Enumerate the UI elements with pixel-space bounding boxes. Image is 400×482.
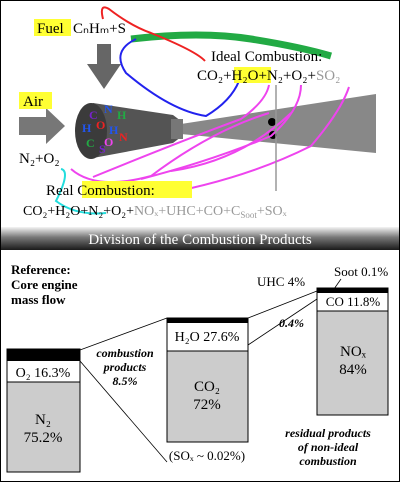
fuel-label: Fuel bbox=[37, 21, 64, 37]
ideal-so2: SO₂ bbox=[316, 68, 340, 84]
svg-text:Core engine: Core engine bbox=[11, 277, 78, 292]
combustion-products-note: combustion products 8.5% bbox=[96, 346, 154, 388]
magenta-line-3 bbox=[150, 86, 350, 197]
molecule-letter: O bbox=[96, 118, 105, 132]
real-extra: NOₓ+UHC+CO+C bbox=[134, 204, 240, 219]
bar3-soot-label: Soot 0.1% bbox=[334, 264, 388, 279]
air-highlight bbox=[19, 92, 52, 109]
engine-inlet bbox=[75, 103, 107, 159]
reference-label: Reference: Core engine mass flow bbox=[11, 262, 78, 307]
svg-text:mass flow: mass flow bbox=[11, 292, 66, 307]
bar3-nox-fill bbox=[316, 310, 389, 416]
molecule-letter: N bbox=[104, 102, 113, 116]
engine-nacelle bbox=[84, 103, 181, 158]
ideal-co2: CO₂+ bbox=[197, 68, 232, 84]
svg-text:residual products: residual products bbox=[285, 426, 371, 440]
residual-products-note: residual products of non-ideal combustio… bbox=[285, 426, 371, 468]
mapping-lines bbox=[54, 6, 350, 215]
engine-nozzle bbox=[171, 119, 183, 139]
ideal-combustion-title: Ideal Combustion: bbox=[211, 49, 322, 65]
ideal-h2o: H₂O bbox=[232, 68, 259, 84]
fuel-highlight bbox=[34, 19, 71, 36]
bar2-co2-pct: 72% bbox=[193, 397, 221, 413]
svg-text:Reference:: Reference: bbox=[11, 262, 71, 277]
real-combustion-products: CO₂+H₂O+N₂+O₂+NOₓ+UHC+CO+CSoot+SOₓ bbox=[23, 204, 288, 220]
residual-pct-note: 0.4% bbox=[279, 316, 304, 330]
molecule-letter: O bbox=[104, 135, 113, 149]
fuel-formula: CₙHₘ+S bbox=[73, 21, 126, 37]
section-banner bbox=[1, 227, 399, 250]
green-line bbox=[130, 31, 333, 60]
bar2-h2o-label: H₂O 27.6% bbox=[175, 330, 240, 345]
cyan-line bbox=[54, 168, 107, 215]
molecule-letter: H bbox=[117, 108, 127, 122]
air-inlet-composition: N₂+O₂ bbox=[19, 151, 60, 167]
bar1-top-band bbox=[7, 349, 80, 361]
svg-text:combustion: combustion bbox=[299, 454, 357, 468]
molecule-letter: C bbox=[89, 108, 98, 122]
soot-leader bbox=[333, 278, 342, 290]
svg-text:8.5%: 8.5% bbox=[113, 374, 138, 388]
real-combustion-title: Real Combustion: bbox=[46, 183, 155, 199]
magenta-line-4 bbox=[70, 112, 270, 184]
molecule-letter: N bbox=[119, 130, 128, 144]
air-flow-arrow bbox=[19, 108, 65, 144]
magenta-line-1 bbox=[92, 84, 270, 178]
magenta-line-5 bbox=[170, 112, 292, 172]
bar2-co2-fill bbox=[166, 350, 249, 443]
bar2-co2-label: CO₂ bbox=[194, 379, 220, 395]
fuel-flow-arrow bbox=[87, 44, 121, 89]
molecule-letter: S bbox=[99, 142, 106, 156]
bar3-top-band bbox=[317, 288, 388, 293]
real-combustion-highlight bbox=[82, 181, 192, 198]
bar1-n2-label: N₂ bbox=[35, 412, 51, 428]
molecule-letter: H bbox=[82, 121, 92, 135]
bar3-nox-label: NOₓ bbox=[340, 344, 367, 360]
soot-dot bbox=[268, 118, 276, 126]
bar3-co-label: CO 11.8% bbox=[326, 294, 381, 309]
real-soot-sub: Soot bbox=[240, 210, 257, 220]
real-tail: +SOₓ bbox=[257, 204, 288, 219]
ideal-combustion-products: CO₂+H₂O+N₂+O₂+SO₂ bbox=[197, 68, 340, 84]
banner-title: Division of the Combustion Products bbox=[88, 232, 312, 248]
svg-text:combustion: combustion bbox=[96, 346, 154, 360]
bar1-n2-fill bbox=[6, 381, 81, 473]
connector-lines bbox=[79, 290, 318, 463]
svg-text:of non-ideal: of non-ideal bbox=[298, 440, 359, 454]
air-label: Air bbox=[23, 94, 43, 110]
bar1-n2-pct: 75.2% bbox=[24, 430, 63, 446]
bar2-top-band bbox=[167, 318, 248, 323]
engine-molecules: C N H O H H O C N S bbox=[82, 102, 128, 156]
ideal-rest: +N₂+O₂+ bbox=[258, 68, 316, 84]
bar2-sox-label: (SOₓ ~ 0.02%) bbox=[169, 448, 245, 463]
red-line bbox=[100, 6, 206, 62]
bar3-uhc-label: UHC 4% bbox=[257, 274, 305, 289]
blue-line bbox=[119, 38, 240, 118]
molecule-letter: H bbox=[109, 123, 119, 137]
molecule-letter: C bbox=[86, 136, 95, 150]
h2o-highlight bbox=[234, 67, 271, 83]
bar3-nox-pct: 84% bbox=[339, 362, 367, 378]
svg-text:products: products bbox=[103, 360, 147, 374]
bar1-o2-label: O₂ 16.3% bbox=[16, 366, 71, 381]
real-main: CO₂+H₂O+N₂+O₂+ bbox=[23, 204, 134, 219]
